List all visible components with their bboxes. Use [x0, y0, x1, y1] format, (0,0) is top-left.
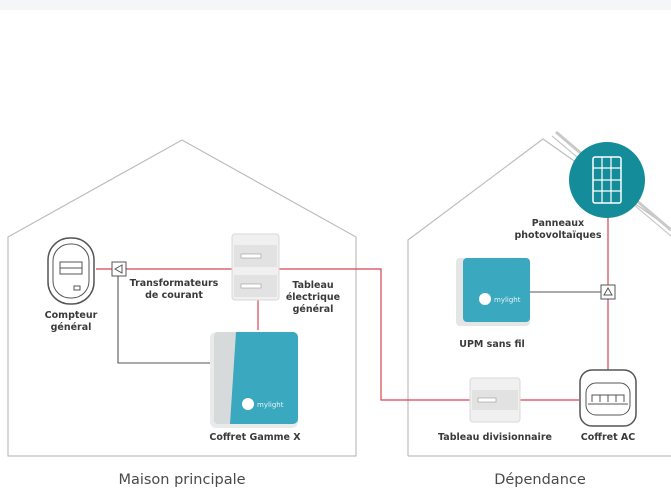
label-upm: UPM sans fil: [459, 339, 525, 350]
breaker-panel-icon: [231, 233, 280, 301]
current-transformer-icon: [111, 261, 127, 277]
upm-box-icon: mylight: [456, 258, 530, 326]
upm-transformer-icon: [600, 284, 616, 300]
label-panneaux: Panneaux photovoltaïques: [514, 218, 602, 241]
dark-wires: [117, 269, 601, 364]
label-tableau-general: Tableau électrique général: [285, 280, 341, 315]
caption-maison: Maison principale: [118, 472, 246, 488]
svg-text:mylight: mylight: [257, 401, 284, 409]
ac-box-icon: [579, 369, 637, 427]
label-transformateurs: Transformateurs de courant: [129, 278, 219, 301]
gamme-x-box-icon: mylight: [210, 332, 298, 428]
label-coffret-gamme-x: Coffret Gamme X: [209, 432, 301, 443]
breaker-panel-small-icon: [469, 377, 521, 423]
caption-dependance: Dépendance: [494, 472, 586, 488]
label-coffret-ac: Coffret AC: [580, 432, 636, 443]
top-bar: [0, 0, 671, 10]
label-compteur: Compteur général: [44, 310, 98, 333]
solar-panel-icon: [569, 142, 645, 218]
main-house-outline: [7, 139, 357, 457]
label-tableau-divisionnaire: Tableau divisionnaire: [438, 432, 552, 443]
meter-icon: [47, 237, 95, 305]
svg-text:mylight: mylight: [494, 296, 521, 304]
